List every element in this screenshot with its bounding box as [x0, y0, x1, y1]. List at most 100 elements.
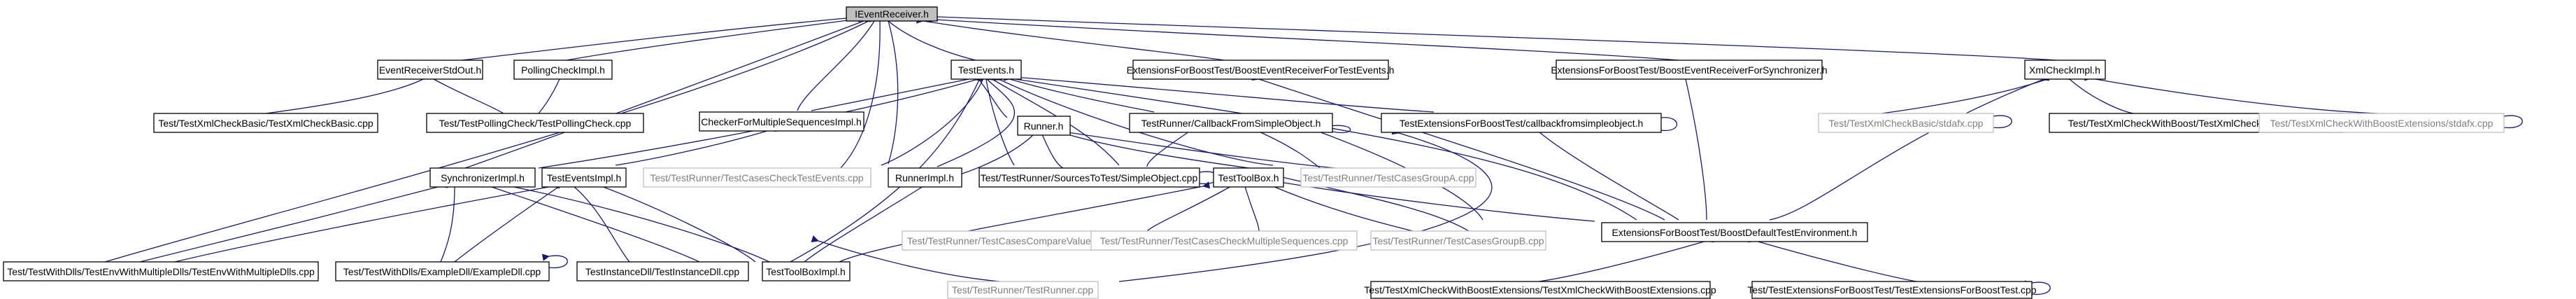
node-label: SynchronizerImpl.h	[441, 172, 525, 183]
node-boost-event-receiver-test-events[interactable]: ExtensionsForBoostTest/BoostEventReceive…	[1127, 60, 1395, 80]
edge	[265, 73, 431, 114]
edge	[1146, 125, 1197, 167]
edge	[1881, 73, 2057, 114]
node-boost-default-test-environment[interactable]: ExtensionsForBoostTest/BoostDefaultTestE…	[1601, 222, 1868, 242]
edge	[881, 72, 989, 166]
node-xml-check-impl[interactable]: XmlCheckImpl.h	[2024, 60, 2106, 80]
node-test-tool-box[interactable]: TestToolBox.h	[1213, 167, 1284, 188]
node-label: TestEvents.h	[958, 64, 1014, 76]
node-stdafx-extensions[interactable]: Test/TestXmlCheckWithBoostExtensions/std…	[2258, 113, 2505, 133]
node-synchronizer-impl[interactable]: SynchronizerImpl.h	[429, 167, 536, 188]
node-label: TestRunner/CallbackFromSimpleObject.h	[1141, 118, 1321, 129]
node-label: Test/TestXmlCheckWithBoostExtensions/Tes…	[1364, 284, 1716, 295]
node-compare-values-cpp[interactable]: Test/TestRunner/TestCasesCompareValues.c…	[902, 230, 1120, 251]
edge	[538, 71, 566, 114]
edge	[811, 235, 1001, 282]
edge	[615, 125, 777, 166]
edge	[482, 181, 700, 263]
node-polling-check-impl[interactable]: PollingCheckImpl.h	[513, 60, 613, 80]
node-label: Test/TestExtensionsForBoostTest/TestExte…	[1747, 284, 2036, 295]
node-label: ExtensionsForBoostTest/BoostEventReceive…	[1551, 64, 1827, 76]
edge	[937, 72, 1016, 167]
node-multiple-dlls-cpp[interactable]: Test/TestWithDlls/TestEnvWithMultipleDll…	[3, 261, 319, 281]
edge	[1748, 235, 1917, 282]
edge	[139, 181, 448, 263]
node-checker-multiple-sequences[interactable]: CheckerForMultipleSequencesImpl.h	[699, 111, 864, 132]
node-extensions-for-boost-test-cpp[interactable]: Test/TestExtensionsForBoostTest/TestExte…	[1747, 281, 2037, 299]
edges	[104, 13, 2523, 295]
node-runner[interactable]: Runner.h	[1017, 116, 1071, 136]
node-instance-dll-cpp[interactable]: TestInstanceDll/TestInstanceDll.cpp	[576, 261, 749, 281]
edge	[1239, 179, 1260, 232]
node-example-dll-cpp[interactable]: Test/TestWithDlls/ExampleDll/ExampleDll.…	[335, 261, 550, 281]
edge	[440, 179, 459, 263]
node-label: TestInstanceDll/TestInstanceDll.cpp	[585, 266, 739, 277]
edge	[916, 16, 1225, 61]
edge	[541, 253, 568, 269]
edge	[930, 13, 2057, 61]
node-label: Test/TestWithDlls/TestEnvWithMultipleDll…	[7, 266, 315, 277]
node-label: Test/TestRunner/TestCasesGroupA.cpp	[1302, 172, 1474, 183]
edge	[2084, 74, 2379, 114]
edge	[2496, 113, 2523, 129]
node-callback-from-simple-object[interactable]: TestRunner/CallbackFromSimpleObject.h	[1129, 113, 1333, 133]
node-group-b-cpp[interactable]: Test/TestRunner/TestCasesGroupB.cpp	[1370, 230, 1546, 251]
node-test-runner-cpp[interactable]: Test/TestRunner/TestRunner.cpp	[947, 281, 1099, 299]
node-label: Test/TestPollingCheck/TestPollingCheck.c…	[439, 118, 632, 129]
edge	[1007, 73, 1435, 113]
edge	[1265, 180, 1414, 232]
node-label: PollingCheckImpl.h	[521, 64, 605, 76]
node-label: Test/TestRunner/TestCasesCheckMultipleSe…	[1100, 235, 1349, 246]
edge	[804, 179, 931, 263]
node-ievent-receiver[interactable]: IEventReceiver.h	[846, 6, 938, 22]
node-label: Test/TestXmlCheckBasic/stdafx.cpp	[1829, 118, 1984, 129]
node-boost-event-receiver-synchronizer[interactable]: ExtensionsForBoostTest/BoostEventReceive…	[1551, 60, 1828, 80]
edge	[811, 74, 980, 111]
node-group-a-cpp[interactable]: Test/TestRunner/TestCasesGroupA.cpp	[1300, 167, 1476, 188]
node-label: TestEventsImpl.h	[547, 172, 622, 183]
node-label: Test/TestRunner/TestCasesCompareValues.c…	[907, 235, 1114, 246]
edge	[104, 15, 876, 263]
node-test-tool-box-impl[interactable]: TestToolBoxImpl.h	[762, 261, 851, 281]
edge	[1055, 127, 1351, 170]
edge	[2024, 280, 2051, 295]
edge	[1531, 124, 1679, 221]
edge	[594, 180, 756, 263]
node-test-polling-check-cpp[interactable]: Test/TestPollingCheck/TestPollingCheck.c…	[426, 113, 644, 133]
node-check-test-events-cpp[interactable]: Test/TestRunner/TestCasesCheckTestEvents…	[643, 167, 871, 188]
node-label: Test/TestRunner/TestCasesGroupB.cpp	[1372, 235, 1544, 246]
node-label: TestToolBox.h	[1218, 172, 1279, 183]
node-multiple-sequences-cpp[interactable]: Test/TestRunner/TestCasesCheckMultipleSe…	[1090, 230, 1358, 251]
node-event-receiver-stdout[interactable]: EventReceiverStdOut.h	[377, 60, 483, 80]
edge	[992, 74, 1274, 166]
edge	[461, 13, 853, 61]
node-label: Runner.h	[1024, 120, 1064, 132]
edge	[1055, 127, 1260, 170]
node-label: TestToolBoxImpl.h	[766, 266, 846, 277]
node-runner-impl[interactable]: RunnerImpl.h	[888, 167, 962, 188]
node-label: Test/TestWithDlls/ExampleDll/ExampleDll.…	[343, 266, 541, 277]
node-label: Test/TestXmlCheckWithBoostExtensions/std…	[2270, 118, 2493, 129]
node-label: XmlCheckImpl.h	[2029, 64, 2100, 76]
node-ext-callback-simple-object[interactable]: TestExtensionsForBoostTest/callbackfroms…	[1381, 113, 1662, 133]
node-simple-object-cpp[interactable]: Test/TestRunner/SourcesToTest/SimpleObje…	[979, 167, 1200, 188]
node-xml-check-extensions-cpp[interactable]: Test/TestXmlCheckWithBoostExtensions/Tes…	[1364, 281, 1716, 299]
node-test-events[interactable]: TestEvents.h	[951, 60, 1022, 80]
edge	[1036, 127, 1064, 169]
node-label: ExtensionsForBoostTest/BoostEventReceive…	[1127, 64, 1395, 76]
edge	[1251, 74, 1665, 221]
node-test-xml-check-basic-cpp[interactable]: Test/TestXmlCheckBasic/TestXmlCheckBasic…	[153, 113, 378, 133]
edge	[566, 15, 860, 61]
edge	[566, 179, 630, 263]
edge	[1272, 177, 1595, 222]
edge	[174, 181, 560, 263]
edge	[1146, 179, 1239, 232]
node-stdafx-basic[interactable]: Test/TestXmlCheckBasic/stdafx.cpp	[1818, 113, 1994, 133]
edge	[1680, 71, 1707, 221]
node-label: EventReceiverStdOut.h	[379, 64, 481, 76]
node-test-events-impl[interactable]: TestEventsImpl.h	[541, 167, 627, 188]
edge	[797, 13, 881, 111]
node-label: CheckerForMultipleSequencesImpl.h	[701, 116, 862, 127]
node-label: TestExtensionsForBoostTest/callbackfroms…	[1400, 118, 1644, 129]
edge	[426, 72, 504, 114]
